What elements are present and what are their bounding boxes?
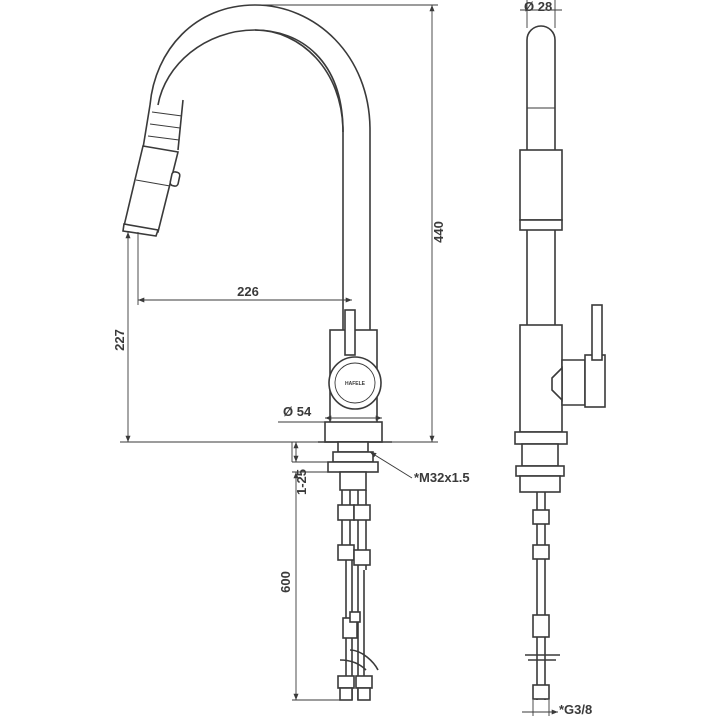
label-mount-thickness: 1-25 [294, 469, 309, 495]
label-connector: *G3/8 [559, 702, 592, 717]
spout-inner-curve [254, 29, 344, 133]
side-spray-nozzle [519, 219, 563, 231]
side-base [514, 431, 568, 445]
label-reach: 226 [237, 284, 259, 299]
side-lever-mount [561, 359, 586, 406]
side-mount-nut [515, 465, 565, 477]
dimension-lines [120, 0, 562, 716]
mount-nut [327, 461, 379, 473]
side-lever-knob [551, 366, 563, 402]
mount-stud [339, 471, 367, 491]
label-hose-length: 600 [278, 571, 293, 593]
faucet-base [324, 421, 383, 443]
label-height-total: 440 [431, 221, 446, 243]
side-spout-lower [526, 230, 556, 325]
spout-outer-curve [254, 4, 371, 330]
body-medallion-inner [334, 362, 376, 404]
body-medallion [328, 356, 382, 410]
side-lever-handle [591, 304, 603, 361]
label-diameter-top: Ø 28 [524, 0, 552, 14]
side-view [514, 25, 606, 700]
label-thread: *M32x1.5 [414, 470, 470, 485]
side-spout-top [526, 25, 556, 150]
side-hoses [525, 492, 560, 700]
spray-neck [142, 99, 184, 151]
side-lever-block [584, 354, 606, 408]
spray-toggle-button [169, 171, 181, 187]
brand-label: HAFELE [345, 381, 366, 387]
side-mount-washer [519, 475, 561, 493]
mount-washer [332, 451, 374, 463]
label-spout-height: 227 [112, 329, 127, 351]
spray-neck-rings [147, 111, 183, 141]
spout-top-curve [149, 4, 256, 106]
label-base-diameter: Ø 54 [283, 404, 312, 419]
spray-head [123, 145, 179, 233]
side-mount-shank [521, 443, 559, 467]
spray-nozzle [122, 223, 160, 237]
supply-hoses [337, 490, 379, 701]
spray-head-band [135, 179, 171, 187]
mount-shank [337, 441, 369, 453]
lever-handle [344, 309, 356, 356]
side-spray-head [519, 149, 563, 221]
front-view: HAFELE [122, 4, 392, 701]
